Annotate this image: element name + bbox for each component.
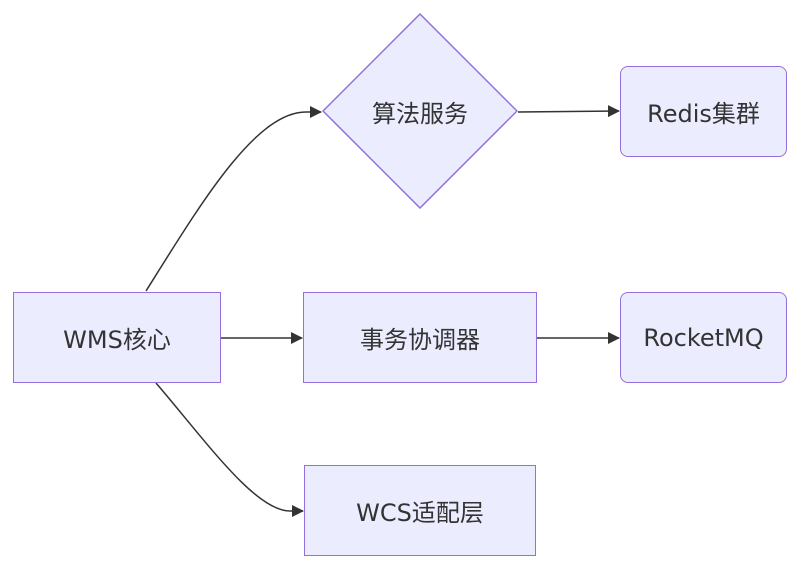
edge-wms-to-algorithm (145, 106, 322, 292)
edge-wms-to-wcs (155, 382, 304, 517)
node-wcs-adapter: WCS适配层 (304, 465, 536, 556)
node-transaction-coordinator: 事务协调器 (303, 292, 537, 383)
node-wms-core-label: WMS核心 (63, 326, 171, 354)
node-rocketmq: RocketMQ (620, 292, 787, 383)
node-algorithm-service-shape (322, 13, 518, 209)
node-algorithm-service: 算法服务 (322, 13, 518, 209)
node-redis-cluster-label: Redis集群 (647, 100, 760, 128)
node-wcs-adapter-label: WCS适配层 (356, 499, 484, 527)
node-wms-core: WMS核心 (13, 292, 221, 383)
node-algorithm-service-label: 算法服务 (372, 99, 468, 128)
edge-algorithm-to-redis (517, 105, 620, 118)
node-rocketmq-label: RocketMQ (643, 323, 764, 352)
node-transaction-coordinator-label: 事务协调器 (360, 326, 480, 354)
node-redis-cluster: Redis集群 (620, 66, 787, 157)
